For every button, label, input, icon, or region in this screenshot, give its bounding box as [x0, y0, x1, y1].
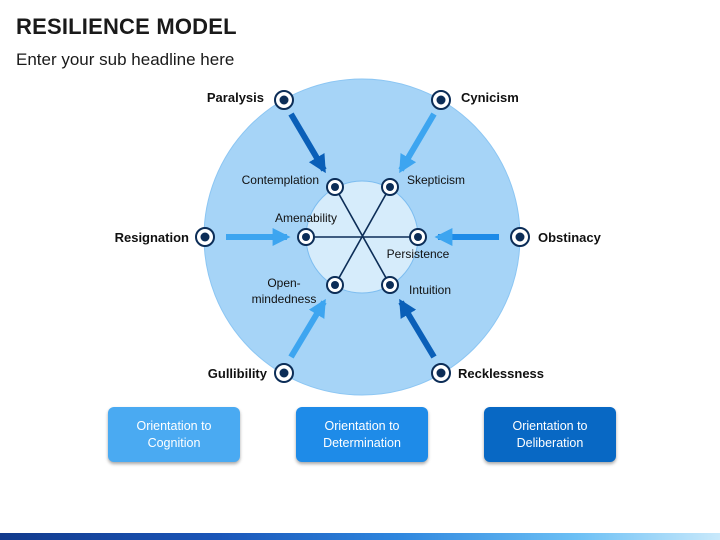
label-intuition: Intuition: [409, 283, 451, 297]
label-paralysis: Paralysis: [207, 90, 264, 105]
arrow-cynicism: [398, 112, 437, 174]
arrow-paralysis: [288, 112, 327, 174]
arrow-recklessness: [398, 298, 437, 359]
page-subtitle: Enter your sub headline here: [16, 50, 235, 69]
label-open-mindedness-line1: Open-: [267, 276, 300, 290]
node-paralysis: [274, 90, 294, 110]
label-cynicism: Cynicism: [461, 90, 519, 105]
inner-node-intuition: [381, 276, 399, 294]
node-resignation: [195, 227, 215, 247]
hexagram-spokes: [306, 186, 418, 286]
inner-node-amenability: [297, 228, 315, 246]
orientation-cognition-box: Orientation to Cognition: [108, 407, 240, 462]
label-gullibility: Gullibility: [208, 366, 268, 381]
label-resignation: Resignation: [115, 230, 189, 245]
inner-node-skepticism: [381, 178, 399, 196]
label-recklessness: Recklessness: [458, 366, 544, 381]
orientation-determination-box: Orientation to Determination: [296, 407, 428, 462]
node-gullibility: [274, 363, 294, 383]
orientation-deliberation-box: Orientation to Deliberation: [484, 407, 616, 462]
bottom-accent-bar: [0, 533, 720, 540]
inner-node-contemplation: [326, 178, 344, 196]
node-recklessness: [431, 363, 451, 383]
outer-nodes: [195, 90, 530, 383]
arrows: [226, 112, 499, 359]
resilience-diagram: Paralysis Cynicism Resignation Obstinacy…: [115, 78, 602, 396]
label-skepticism: Skepticism: [407, 173, 465, 187]
inner-node-persistence: [409, 228, 427, 246]
page-title: RESILIENCE MODEL: [16, 14, 237, 39]
inner-node-open-mindedness: [326, 276, 344, 294]
inner-nodes: [297, 178, 427, 294]
arrow-gullibility: [288, 298, 327, 359]
node-cynicism: [431, 90, 451, 110]
node-obstinacy: [510, 227, 530, 247]
label-persistence: Persistence: [387, 247, 450, 261]
label-amenability: Amenability: [275, 211, 337, 225]
label-open-mindedness-line2: mindedness: [252, 292, 317, 306]
label-contemplation: Contemplation: [242, 173, 319, 187]
label-obstinacy: Obstinacy: [538, 230, 602, 245]
